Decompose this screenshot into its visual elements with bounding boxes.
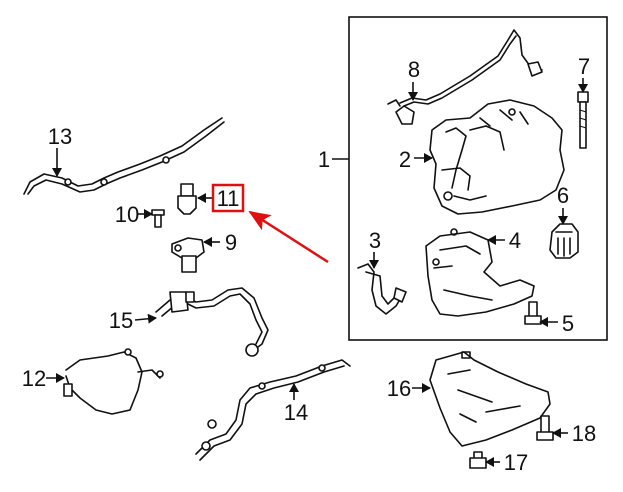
- callout-9: 9: [225, 230, 237, 255]
- callout-8: 8: [408, 57, 420, 82]
- callout-13: 13: [48, 124, 72, 149]
- callout-10: 10: [115, 202, 139, 227]
- cap-part: [549, 223, 579, 259]
- callout-2: 2: [399, 147, 411, 172]
- valve-part-9: [171, 237, 205, 273]
- callout-14: 14: [284, 400, 308, 425]
- callout-1: 1: [318, 147, 330, 172]
- hose-part-15: [155, 287, 269, 357]
- harness-sensor-part: [387, 29, 543, 125]
- hose-part-3: [357, 263, 407, 315]
- callout-11: 11: [217, 186, 240, 211]
- pin-part-10: [151, 209, 165, 228]
- callout-4: 4: [509, 228, 521, 253]
- callout-15: 15: [109, 308, 133, 333]
- canister-tank-part: [429, 99, 565, 215]
- small-bolt-part-5: [524, 301, 542, 325]
- bracket-part: [425, 228, 535, 317]
- callout-5: 5: [562, 311, 574, 336]
- grommet-part-11: [177, 183, 197, 215]
- callout-12: 12: [22, 366, 46, 391]
- long-bolt-part: [577, 91, 589, 149]
- harness-part-12: [63, 348, 164, 415]
- long-tube-part-13: [23, 117, 225, 195]
- tube-part-14: [195, 359, 351, 461]
- callout-3: 3: [369, 228, 381, 253]
- leader-lines: [46, 78, 588, 467]
- bolt-part-18: [536, 415, 554, 441]
- bolt-part-17: [469, 451, 487, 469]
- highlight-arrow: [248, 210, 329, 264]
- callout-7: 7: [578, 54, 590, 79]
- callout-6: 6: [557, 183, 569, 208]
- callout-16: 16: [387, 376, 411, 401]
- callout-17: 17: [504, 450, 528, 475]
- skid-plate-part-16: [429, 351, 551, 447]
- assembly-frame: [348, 16, 608, 341]
- highlight-box: [211, 183, 245, 213]
- callout-18: 18: [572, 421, 596, 446]
